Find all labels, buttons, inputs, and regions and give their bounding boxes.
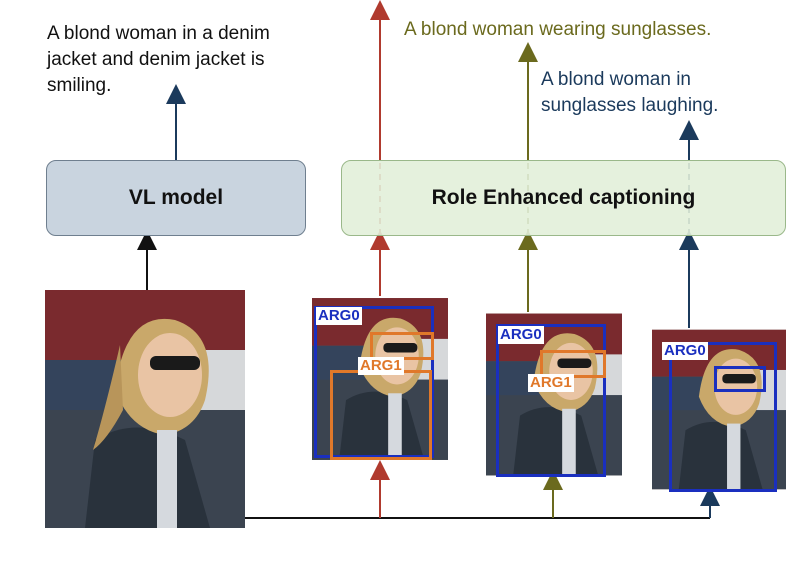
baseline-caption: A blond woman in a denim jacket and deni… [47,23,270,96]
vl-model-box: VL model [46,160,306,236]
input-photo [45,290,245,528]
arg0-box-3 [669,342,777,492]
arg1-sunglasses-box-1 [370,332,434,360]
arg0-sunglasses-box-3 [714,366,766,392]
arg0-tag-3: ARG0 [662,342,708,360]
arg0-caption: A blond woman in sunglasses laughing. [541,69,719,116]
arg1-tag-1: ARG1 [358,357,404,375]
arg1-caption: A blond woman wearing sunglasses. [404,19,712,40]
woman-photo [45,290,245,528]
role-photo-2 [486,312,622,477]
arg0-box-2 [496,324,606,477]
arg1-tag-2: ARG1 [528,374,574,392]
role-enhanced-label: Role Enhanced captioning [431,186,696,209]
woman-photo [486,313,622,476]
role-enhanced-box: Role Enhanced captioning [341,160,786,236]
arg0-tag-1: ARG0 [316,307,362,325]
arg0-box-1 [314,306,434,458]
arg0-tag-2: ARG0 [498,326,544,344]
arg1-body-box-1 [330,370,432,460]
